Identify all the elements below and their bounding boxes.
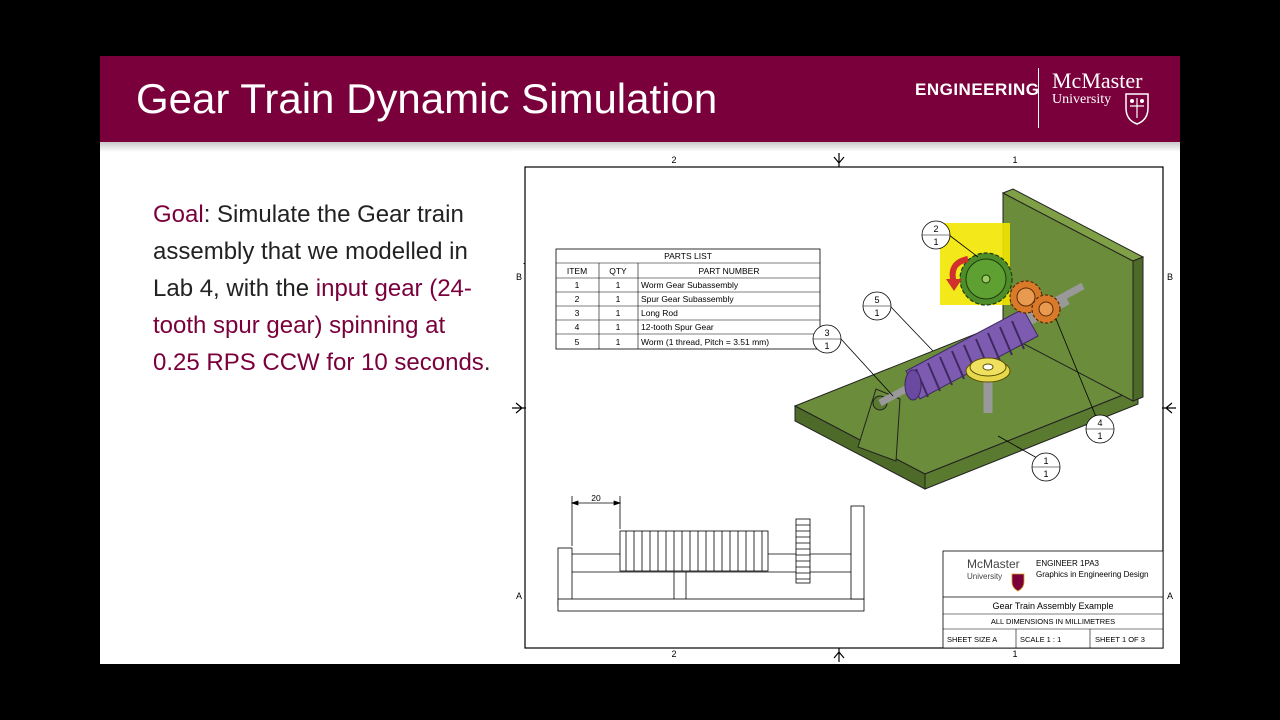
spur-gears-12-tooth — [1009, 280, 1061, 324]
header-shadow — [100, 142, 1180, 152]
mcmaster-crest-icon — [1125, 93, 1149, 125]
zone-right-b: B — [1167, 272, 1173, 282]
drawing-title: Gear Train Assembly Example — [992, 601, 1113, 611]
drawing-sheet: 2 1 2 1 B A B A — [508, 151, 1180, 664]
parts-row-part: 12-tooth Spur Gear — [641, 322, 714, 332]
scale-label: SCALE 1 : 1 — [1020, 635, 1061, 644]
mcmaster-logo-text: McMaster — [1052, 68, 1143, 93]
balloon: 4 1 — [1085, 414, 1115, 444]
balloon-qty: 1 — [824, 341, 829, 351]
slide: Gear Train Dynamic Simulation ENGINEERIN… — [100, 56, 1180, 664]
goal-text: : Simulate the Gear train assembly that … — [153, 201, 468, 302]
units-note: ALL DIMENSIONS IN MILLIMETRES — [991, 617, 1115, 626]
side-view — [557, 496, 865, 612]
balloon-item: 3 — [824, 328, 829, 338]
parts-header-part: PART NUMBER — [699, 266, 760, 276]
sheet-number: SHEET 1 OF 3 — [1095, 635, 1145, 644]
parts-row-item: 3 — [575, 308, 580, 318]
parts-row-qty: 1 — [616, 294, 621, 304]
balloon-item: 5 — [874, 295, 879, 305]
sheet-size: SHEET SIZE A — [947, 635, 997, 644]
worm-wheel-part — [965, 357, 1011, 383]
parts-row-item: 5 — [575, 337, 580, 347]
parts-list-table: PARTS LIST ITEM QTY PART NUMBER 1 1 Worm… — [555, 248, 821, 350]
balloon-qty: 1 — [933, 237, 938, 247]
balloon-item: 4 — [1097, 418, 1102, 428]
slide-title: Gear Train Dynamic Simulation — [136, 75, 718, 122]
worm-gear-part — [904, 308, 1039, 401]
balloon: 3 1 — [812, 324, 842, 354]
goal-text-end: . — [483, 349, 491, 376]
engineering-label: ENGINEERING — [915, 80, 1040, 99]
parts-row-item: 1 — [575, 280, 580, 290]
course-name: Graphics in Engineering Design — [1036, 570, 1149, 579]
brand-divider — [1038, 68, 1039, 128]
parts-row-qty: 1 — [616, 337, 621, 347]
balloon: 2 1 — [921, 220, 951, 250]
course-code: ENGINEER 1PA3 — [1036, 559, 1100, 568]
balloon: 1 1 — [1031, 452, 1061, 482]
goal-label: Goal — [153, 201, 204, 228]
parts-row-item: 2 — [575, 294, 580, 304]
title-block-brand-sub: University — [967, 572, 1002, 581]
goal-highlight: input gear (24-tooth spur gear) spinning… — [153, 275, 484, 376]
zone-left-a: A — [516, 591, 522, 601]
isometric-model — [793, 188, 1145, 490]
zone-bottom-left: 2 — [671, 649, 676, 659]
goal-paragraph: Goal: Simulate the Gear train assembly t… — [153, 196, 498, 381]
zone-top-left: 2 — [671, 155, 676, 165]
balloon: 5 1 — [862, 291, 892, 321]
leader-lines — [840, 234, 1102, 464]
engineering-drawing: 2 1 2 1 B A B A — [508, 151, 1180, 664]
zone-left-b: B — [516, 272, 522, 282]
balloon-qty: 1 — [1097, 431, 1102, 441]
parts-header-item: ITEM — [567, 266, 587, 276]
parts-list-title: PARTS LIST — [664, 251, 712, 261]
parts-row-part: Worm Gear Subassembly — [641, 280, 739, 290]
parts-row-part: Long Rod — [641, 308, 678, 318]
balloon-qty: 1 — [1043, 469, 1048, 479]
centering-arrows — [512, 153, 1176, 662]
title-block-crest-icon — [1011, 573, 1025, 592]
dimension-label: 20 — [591, 493, 601, 503]
parts-row-part: Spur Gear Subassembly — [641, 294, 734, 304]
balloon-item: 1 — [1043, 456, 1048, 466]
parts-row-qty: 1 — [616, 322, 621, 332]
zone-top-right: 1 — [1012, 155, 1017, 165]
slide-header: Gear Train Dynamic Simulation ENGINEERIN… — [100, 56, 1180, 142]
parts-header-qty: QTY — [609, 266, 627, 276]
title-block-brand: McMaster — [967, 557, 1020, 571]
university-logo-text: University — [1052, 92, 1112, 107]
parts-row-qty: 1 — [616, 308, 621, 318]
balloon-item: 2 — [933, 224, 938, 234]
zone-right-a: A — [1167, 591, 1173, 601]
parts-row-part: Worm (1 thread, Pitch = 3.51 mm) — [641, 337, 769, 347]
balloon-qty: 1 — [874, 308, 879, 318]
title-block: McMaster University ENGINEER 1PA3 Graphi… — [942, 550, 1164, 649]
zone-bottom-right: 1 — [1012, 649, 1017, 659]
parts-row-qty: 1 — [616, 280, 621, 290]
parts-row-item: 4 — [575, 322, 580, 332]
